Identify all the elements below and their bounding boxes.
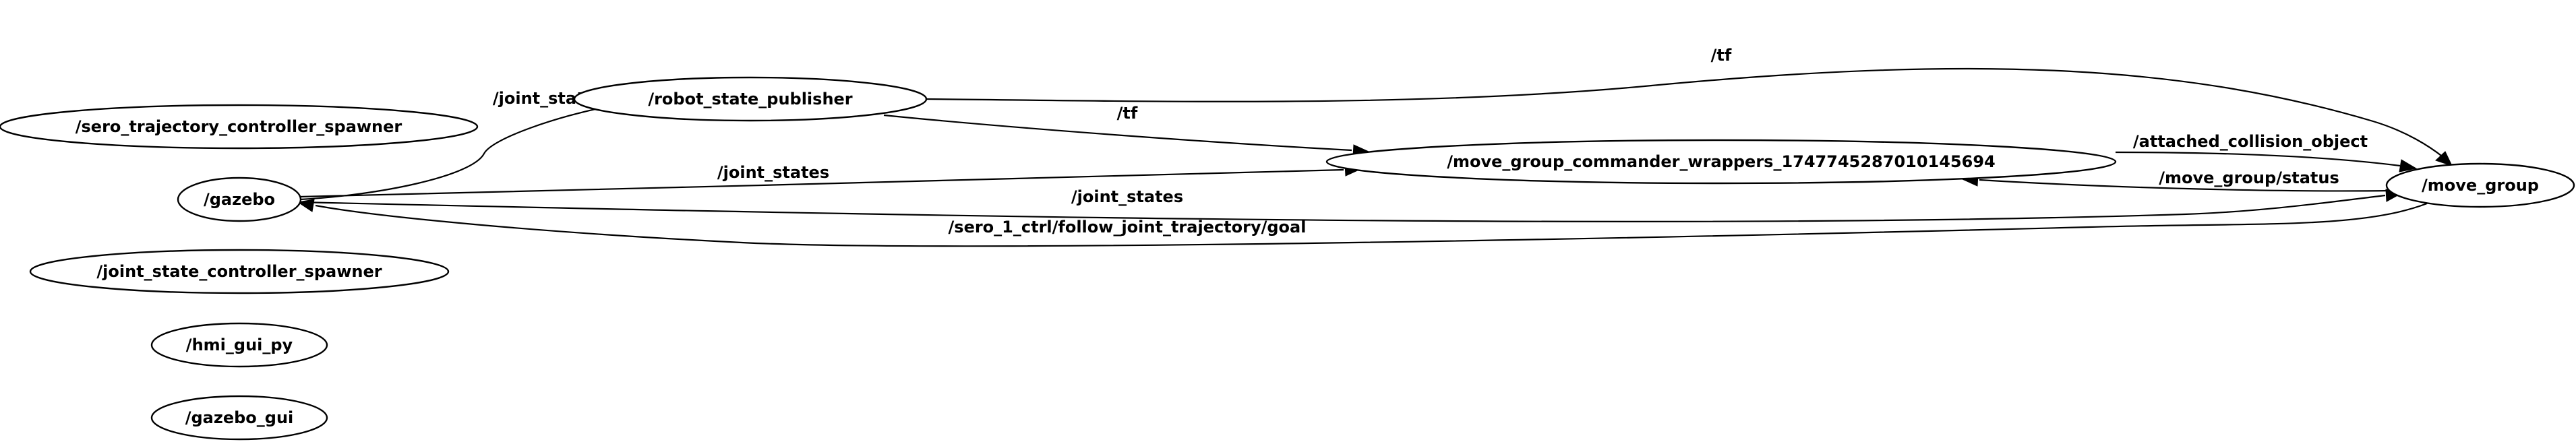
edge-gazebo-to-wrappers[interactable]: /joint_states (299, 163, 1362, 198)
node-sero-trajectory-controller-spawner[interactable]: /sero_trajectory_controller_spawner (0, 104, 479, 150)
edge-line (299, 105, 609, 201)
node-label: /gazebo_gui (185, 408, 294, 427)
edges: /joint_states /tf /tf /joint_states /joi… (297, 46, 2453, 247)
node-robot-state-publisher[interactable]: /robot_state_publisher (573, 76, 928, 122)
edge-label: /tf (1117, 104, 1138, 123)
node-label: /move_group (2422, 176, 2539, 195)
node-move-group-commander-wrappers[interactable]: /move_group_commander_wrappers_174774528… (1325, 139, 2117, 185)
node-label: /robot_state_publisher (648, 90, 852, 108)
edge-line (2115, 151, 2401, 167)
edge-line (315, 202, 2428, 247)
edge-robot-state-publisher-to-wrappers-tf[interactable]: /tf (883, 104, 1370, 158)
arrowhead (2435, 151, 2453, 166)
edge-line (1979, 179, 2391, 192)
edge-line (299, 168, 1344, 198)
node-label: /gazebo (204, 190, 275, 209)
edge-line (883, 114, 1352, 152)
edge-gazebo-to-move-group[interactable]: /joint_states (299, 187, 2403, 222)
node-label: /move_group_commander_wrappers_174774528… (1447, 152, 1996, 171)
edge-line (925, 67, 2445, 158)
edge-move-group-to-gazebo[interactable]: /sero_1_ctrl/follow_joint_trajectory/goa… (297, 199, 2428, 247)
edge-wrappers-to-move-group[interactable]: /attached_collision_object (2115, 132, 2418, 172)
node-hmi-gui-py[interactable]: /hmi_gui_py (150, 322, 328, 368)
edge-label: /joint_states (717, 163, 829, 182)
edge-line (299, 194, 2386, 222)
node-label: /sero_trajectory_controller_spawner (76, 117, 402, 136)
edge-label: /joint_states (1071, 187, 1183, 206)
node-gazebo[interactable]: /gazebo (177, 177, 302, 222)
node-move-group[interactable]: /move_group (2385, 162, 2575, 208)
edge-move-group-to-wrappers[interactable]: /move_group/status (1961, 168, 2391, 192)
node-label: /hmi_gui_py (186, 336, 293, 354)
arrowhead (297, 199, 315, 212)
edge-label: /move_group/status (2159, 168, 2339, 187)
nodes: /sero_trajectory_controller_spawner /gaz… (0, 76, 2575, 441)
edge-label: /sero_1_ctrl/follow_joint_trajectory/goa… (949, 218, 1307, 236)
edge-label: /tf (1711, 46, 1732, 65)
edge-robot-state-publisher-to-move-group-tf[interactable]: /tf (925, 46, 2453, 166)
node-gazebo-gui[interactable]: /gazebo_gui (150, 395, 328, 441)
node-label: /joint_state_controller_spawner (96, 262, 382, 281)
edge-label: /attached_collision_object (2133, 132, 2368, 151)
arrowhead (2399, 159, 2418, 172)
node-joint-state-controller-spawner[interactable]: /joint_state_controller_spawner (29, 249, 450, 294)
